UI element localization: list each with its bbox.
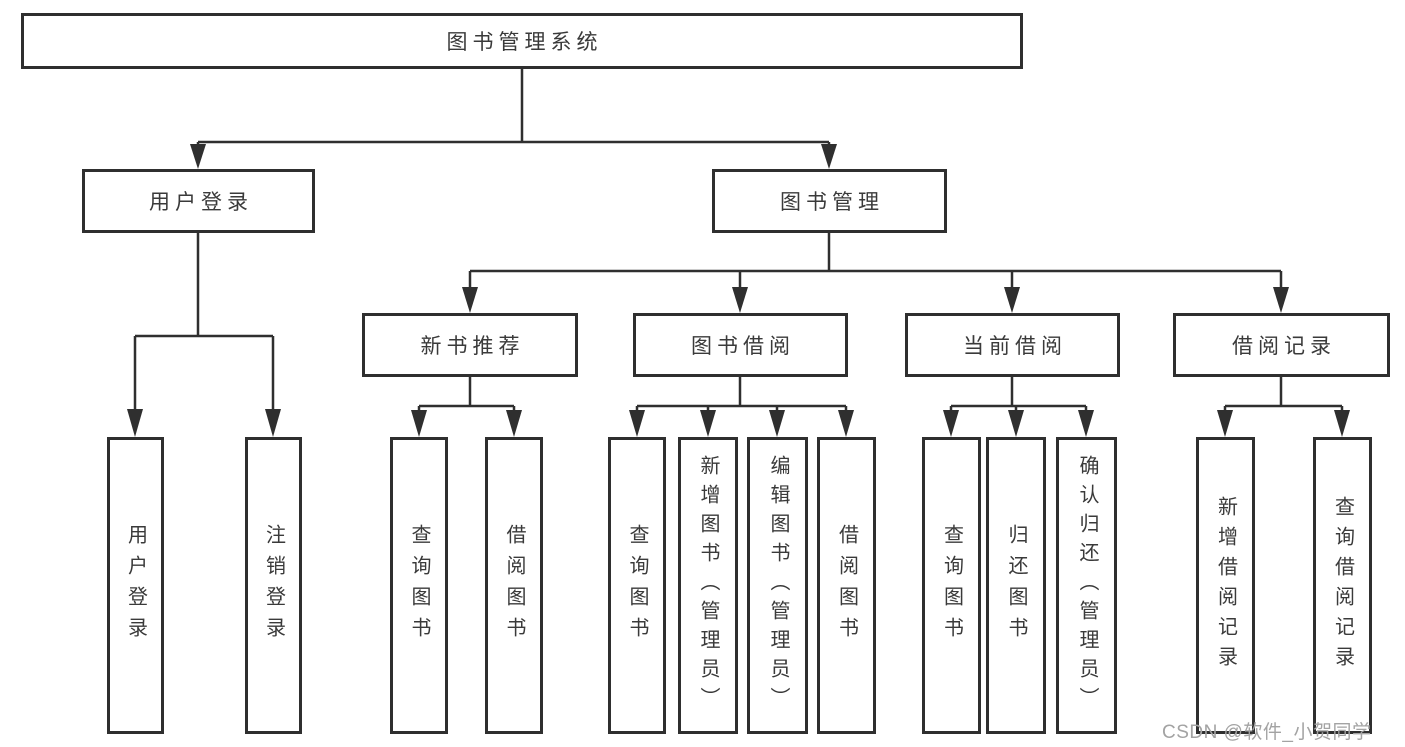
arrow-down-icon [411, 410, 427, 437]
node-book-borrowing: 图书借阅 [633, 313, 848, 377]
arrow-down-icon [1078, 410, 1094, 437]
leaf-query-books-newbook: 查询图书 [390, 437, 448, 734]
connector-userlogin-to-leaves [127, 233, 281, 437]
node-label: 图书借阅 [691, 335, 795, 358]
node-label: 新书推荐 [420, 335, 525, 358]
node-current-borrowing: 当前借阅 [905, 313, 1120, 377]
node-book-management-module: 图书管理 [712, 169, 947, 233]
arrow-down-icon [506, 410, 522, 437]
arrow-down-icon [629, 410, 645, 437]
arrow-down-icon [732, 287, 748, 313]
arrow-down-icon [1008, 410, 1024, 437]
connector-records-to-leaves [1217, 377, 1350, 437]
connector-bookmgmt-to-level3 [462, 233, 1289, 313]
arrow-down-icon [1334, 410, 1350, 437]
leaf-user-login: 用户登录 [107, 437, 164, 734]
leaf-borrow-books-borrow: 借阅图书 [817, 437, 876, 734]
csdn-watermark: CSDN @软件_小贺同学 [1162, 722, 1372, 743]
leaf-query-books-borrow: 查询图书 [608, 437, 666, 734]
arrow-down-icon [769, 410, 785, 437]
arrow-down-icon [838, 410, 854, 437]
arrow-down-icon [1217, 410, 1233, 437]
arrow-down-icon [190, 144, 206, 169]
leaf-borrow-books-newbook: 借阅图书 [485, 437, 543, 734]
leaf-query-borrow-record: 查询借阅记录 [1313, 437, 1372, 734]
arrow-down-icon [127, 409, 143, 437]
node-borrowing-records: 借阅记录 [1173, 313, 1390, 377]
leaf-edit-books-admin: 编辑图书（管理员） [747, 437, 808, 734]
arrow-down-icon [943, 410, 959, 437]
connector-newbook-to-leaves [411, 377, 522, 437]
node-label: 当前借阅 [963, 335, 1067, 358]
leaf-add-borrow-record: 新增借阅记录 [1196, 437, 1255, 734]
node-label: 图书管理 [780, 191, 884, 214]
arrow-down-icon [1004, 287, 1020, 313]
node-user-login-module: 用户登录 [82, 169, 315, 233]
arrow-down-icon [462, 287, 478, 313]
arrow-down-icon [821, 144, 837, 169]
node-new-book-recommend: 新书推荐 [362, 313, 578, 377]
leaf-logout: 注销登录 [245, 437, 302, 734]
connector-root-to-level2 [190, 69, 837, 169]
node-label: 借阅记录 [1232, 335, 1336, 358]
node-root-system: 图书管理系统 [21, 13, 1023, 69]
connector-borrow-to-leaves [629, 377, 854, 437]
arrow-down-icon [1273, 287, 1289, 313]
leaf-add-books-admin: 新增图书（管理员） [678, 437, 738, 734]
node-root-label: 图书管理系统 [446, 31, 603, 54]
arrow-down-icon [265, 409, 281, 437]
leaf-confirm-return-admin: 确认归还（管理员） [1056, 437, 1117, 734]
leaf-query-books-current: 查询图书 [922, 437, 981, 734]
arrow-down-icon [700, 410, 716, 437]
connector-current-to-leaves [943, 377, 1094, 437]
leaf-return-books: 归还图书 [986, 437, 1046, 734]
node-label: 用户登录 [149, 191, 253, 214]
